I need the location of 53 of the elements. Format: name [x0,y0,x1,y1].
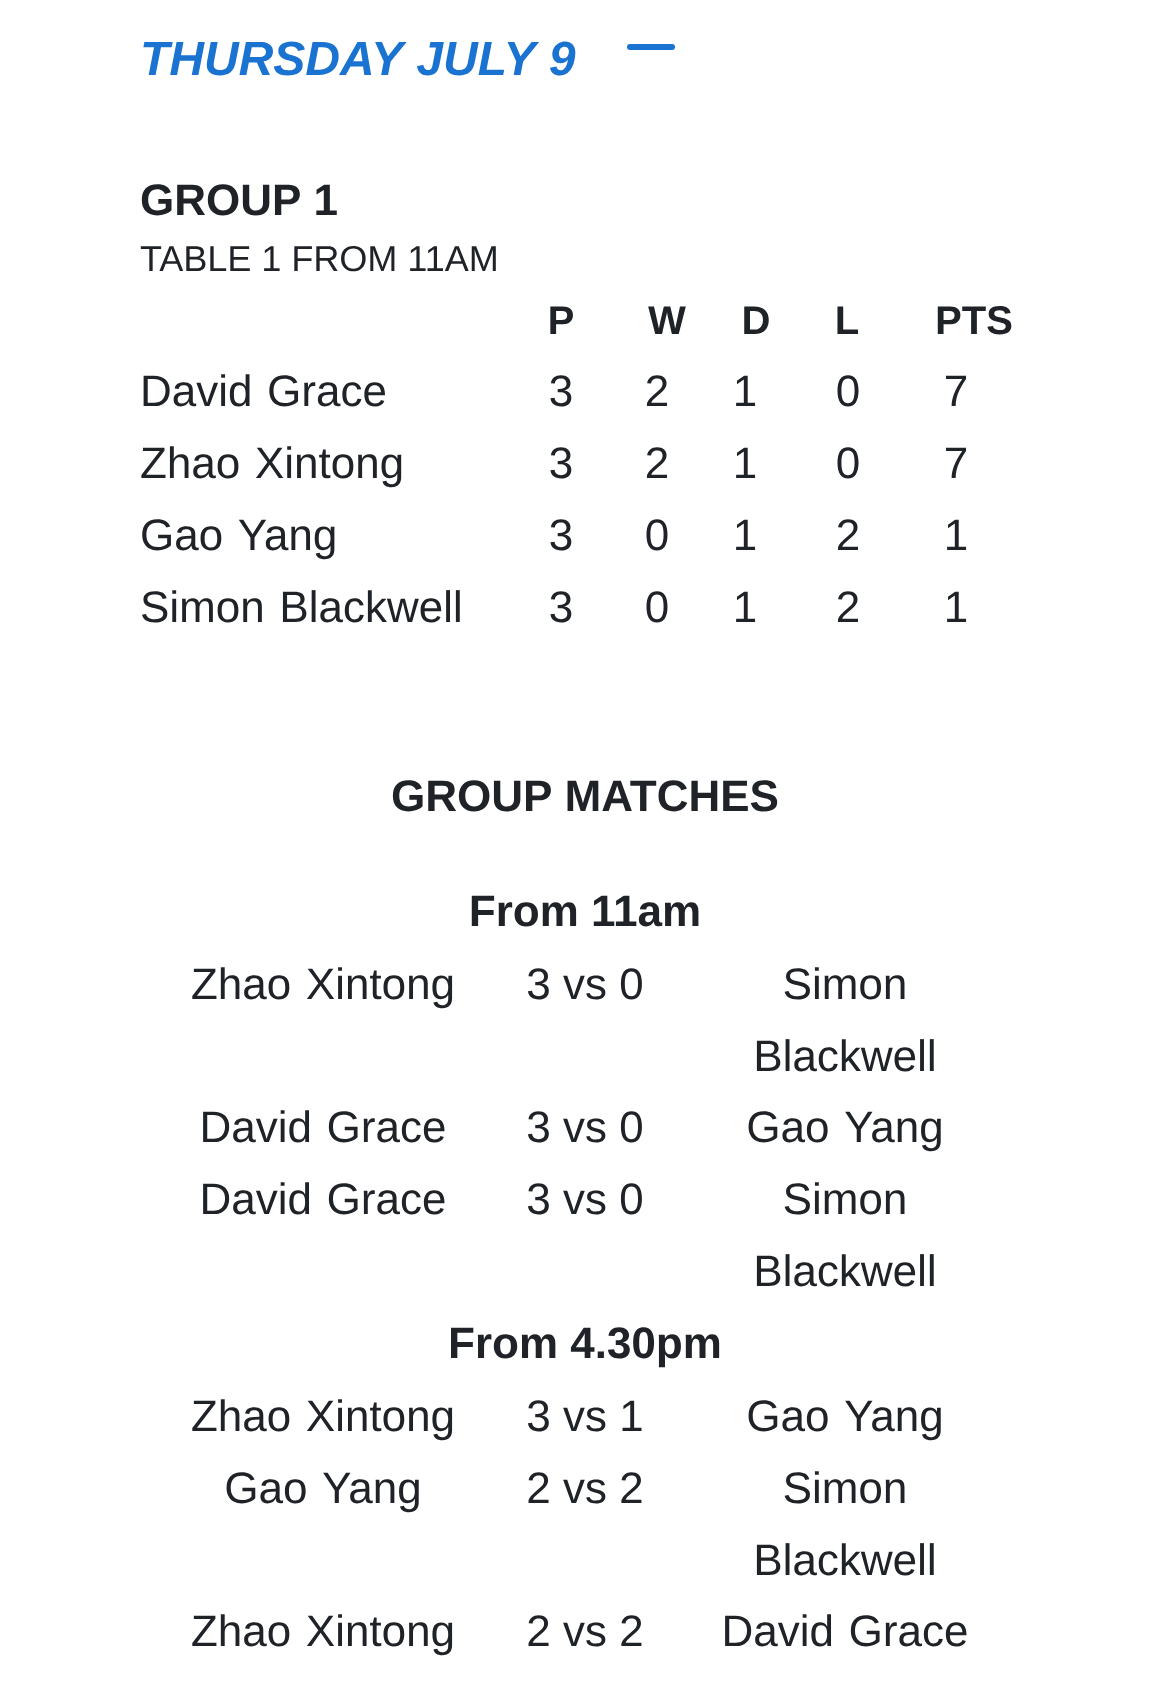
match-score: 3 vs 0 [528,1183,642,1215]
table-subtitle: TABLE 1 FROM 11AM [140,245,496,272]
table-cell: 1 [736,375,756,406]
table-cell: 7 [946,375,966,406]
table-cell: 1 [736,447,756,478]
group-heading: GROUP 1 [141,184,337,216]
time-heading: From 11am [471,895,699,927]
player-name: David Grace [725,1614,967,1647]
column-header: W [648,306,686,334]
table-cell: 3 [550,519,572,551]
table-cell: 1 [736,519,756,550]
date-heading: THURSDAY JULY 9 [143,41,576,76]
table-cell: 2 [837,591,858,622]
table-cell: 3 [550,375,572,407]
table-cell: Simon Blackwell [142,590,460,623]
table-cell: 0 [646,591,668,623]
player-name: Simon Blackwell [756,967,934,1072]
table-cell: 0 [837,447,859,479]
table-cell: 2 [837,519,858,550]
section-heading: GROUP MATCHES [392,780,778,812]
table-cell: 7 [946,447,966,478]
table-cell: 2 [647,447,667,478]
table-cell: 1 [947,519,967,550]
player-name: David Grace [203,1182,445,1215]
column-header: P [550,306,573,334]
column-header: PTS [937,306,1012,335]
table-cell: Gao Yang [142,519,335,560]
table-cell: 2 [647,375,667,406]
player-name: Zhao Xintong [192,967,453,1009]
player-name: Simon Blackwell [756,1471,934,1576]
table-cell: Zhao Xintong [141,446,402,488]
table-cell: 1 [736,591,756,622]
column-header: L [837,306,858,334]
player-name: Gao Yang [748,1400,941,1441]
player-name: David Grace [203,1110,445,1143]
table-cell: 3 [550,591,572,623]
match-score: 2 vs 2 [528,1472,642,1504]
player-name: Gao Yang [748,1111,941,1152]
player-name: Gao Yang [226,1472,419,1513]
table-cell: 0 [837,375,859,407]
player-name: Simon Blackwell [756,1182,934,1287]
match-score: 2 vs 2 [528,1615,642,1647]
match-score: 3 vs 1 [528,1400,642,1432]
match-score: 3 vs 0 [528,968,642,1000]
time-heading: From 4.30pm [451,1327,720,1368]
table-cell: 3 [550,447,572,479]
table-cell: David Grace [143,374,385,407]
column-header: D [744,306,769,334]
table-cell: 1 [947,591,967,622]
table-cell: 0 [646,519,668,551]
player-name: Zhao Xintong [192,1614,453,1656]
match-score: 3 vs 0 [528,1111,642,1143]
player-name: Zhao Xintong [192,1399,453,1441]
